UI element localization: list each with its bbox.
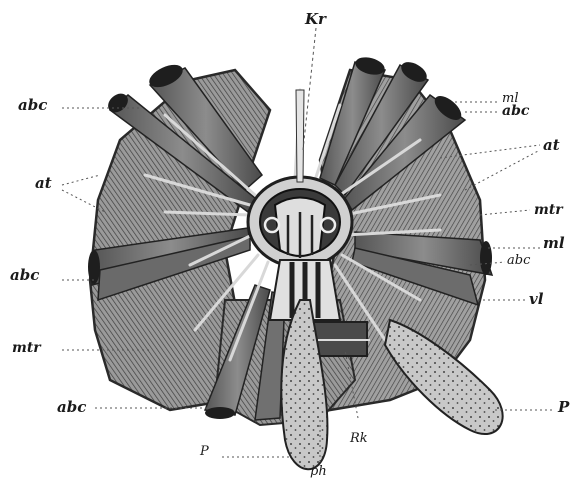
label-vl: vl bbox=[529, 292, 543, 307]
central-ring bbox=[248, 177, 352, 267]
label-abc-bottom-left: abc bbox=[57, 400, 86, 415]
label-p-right: P bbox=[558, 400, 569, 415]
label-mtr-right: mtr bbox=[534, 203, 563, 217]
label-ph: ph bbox=[310, 465, 327, 478]
label-abc-mid-left: abc bbox=[10, 268, 39, 283]
label-rk: Rk bbox=[350, 432, 368, 445]
label-abc-top-left: abc bbox=[18, 98, 47, 113]
label-p-bottom: P bbox=[200, 445, 209, 458]
label-abc-top-right: abc bbox=[502, 104, 529, 118]
label-kr: Kr bbox=[305, 12, 326, 27]
label-at-right: at bbox=[543, 138, 560, 153]
central-column bbox=[296, 28, 316, 182]
label-at-left: at bbox=[35, 176, 52, 191]
label-ml-mid-right: ml bbox=[543, 236, 565, 251]
label-mtr-left: mtr bbox=[12, 341, 41, 355]
label-abc-mid-right: abc bbox=[507, 254, 530, 267]
